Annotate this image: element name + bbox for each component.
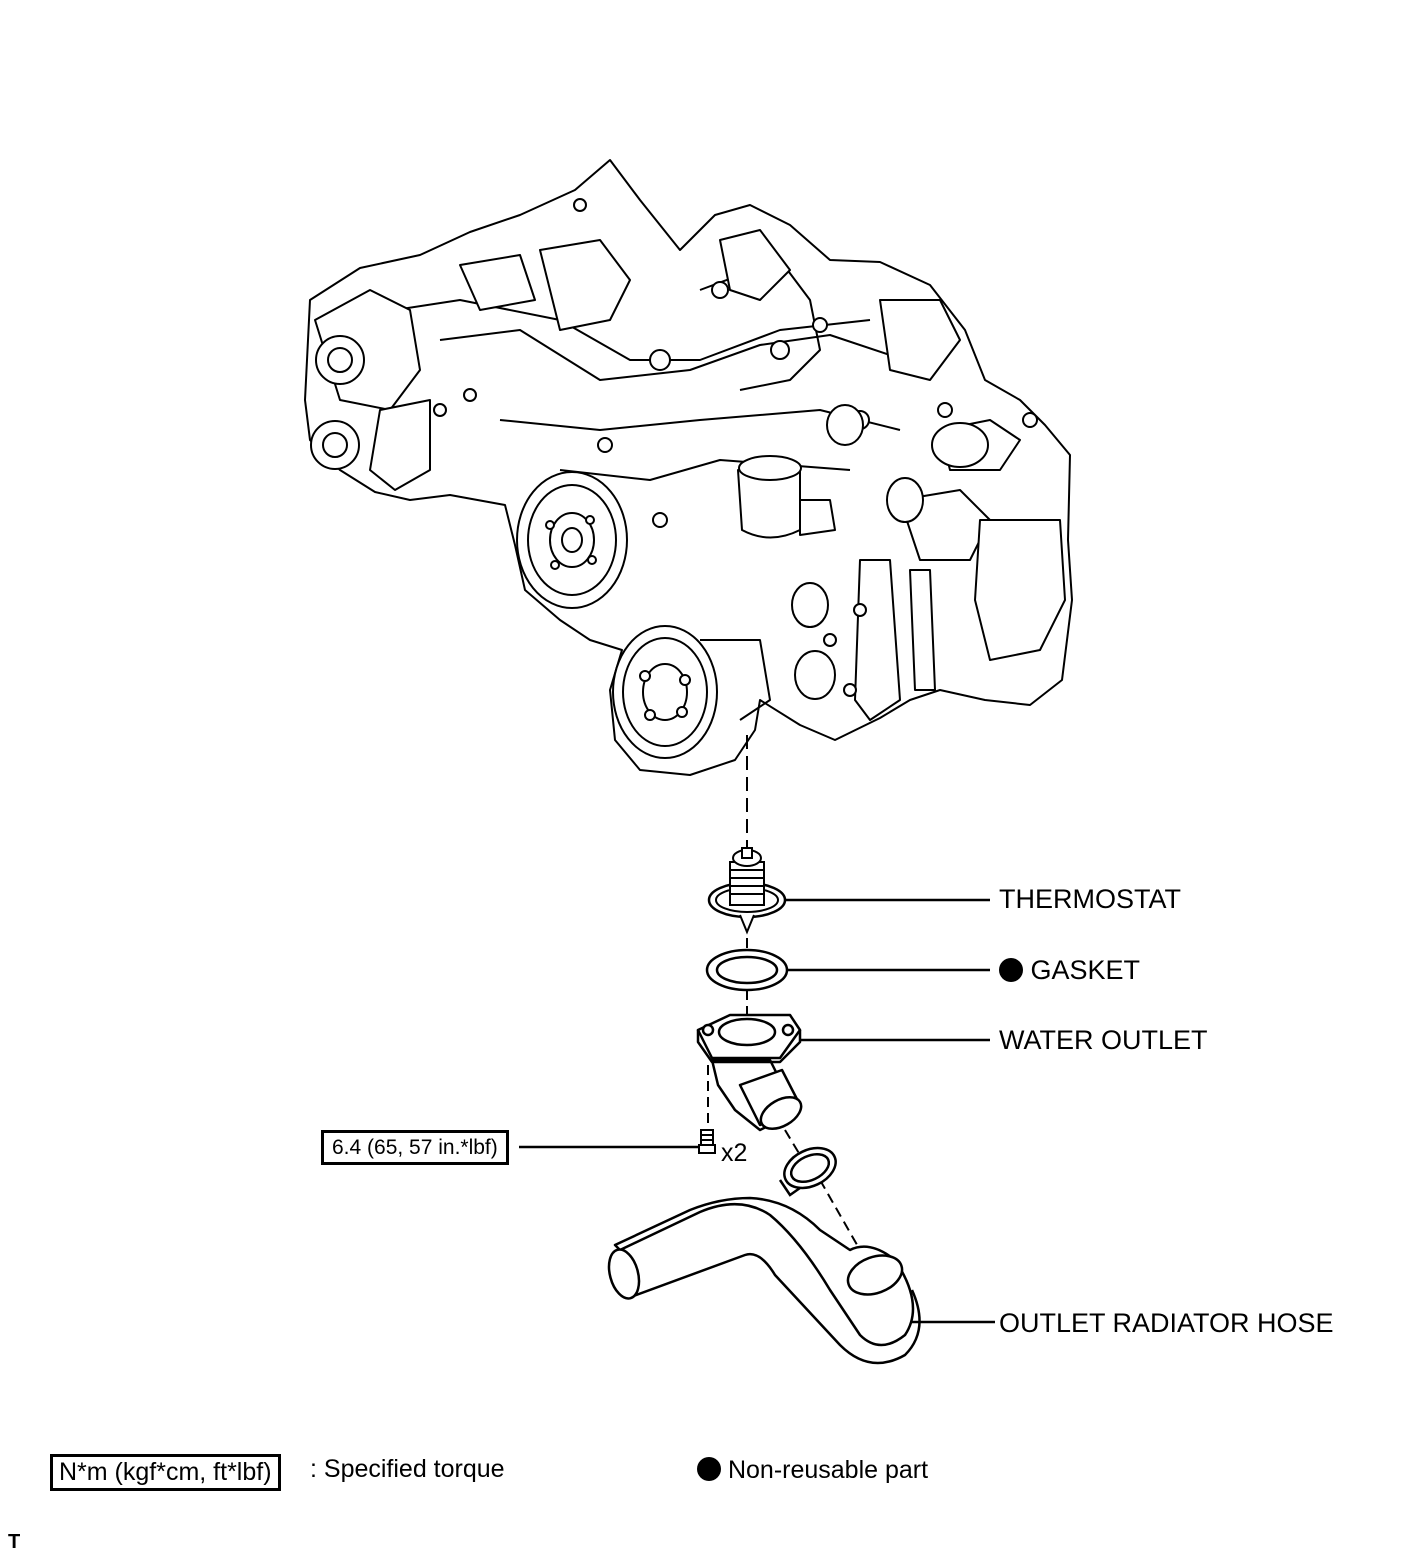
assembly-line-clamp-hose bbox=[819, 1179, 861, 1251]
non-reusable-marker-icon bbox=[999, 958, 1023, 982]
legend-non-reusable-text: Non-reusable part bbox=[727, 1456, 929, 1484]
label-thermostat: THERMOSTAT bbox=[999, 884, 1181, 914]
bolt-part bbox=[698, 1129, 716, 1154]
legend-torque-unit: N*m (kgf*cm, ft*lbf) bbox=[50, 1454, 281, 1491]
outlet-radiator-hose-part bbox=[607, 1196, 921, 1365]
label-water-outlet: WATER OUTLET bbox=[999, 1025, 1208, 1055]
legend-torque-desc: : Specified torque bbox=[310, 1455, 505, 1483]
hose-clamp-part bbox=[778, 1146, 837, 1197]
thermostat-part bbox=[707, 847, 787, 935]
corner-mark: T bbox=[8, 1531, 21, 1553]
legend-non-reusable: Non-reusable part bbox=[697, 1457, 928, 1483]
label-gasket-text: GASKET bbox=[1030, 955, 1141, 985]
assembly-line-outlet-clamp bbox=[784, 1129, 801, 1156]
water-outlet-part bbox=[696, 1013, 803, 1132]
bolt-quantity: x2 bbox=[721, 1139, 748, 1167]
legend-non-reusable-icon bbox=[697, 1457, 721, 1481]
label-outlet-radiator-hose: OUTLET RADIATOR HOSE bbox=[999, 1308, 1334, 1338]
label-gasket: GASKET bbox=[999, 957, 1140, 984]
gasket-part bbox=[705, 948, 789, 992]
bolt-torque-spec: 6.4 (65, 57 in.*lbf) bbox=[321, 1130, 509, 1165]
engine-assembly bbox=[304, 159, 1073, 776]
